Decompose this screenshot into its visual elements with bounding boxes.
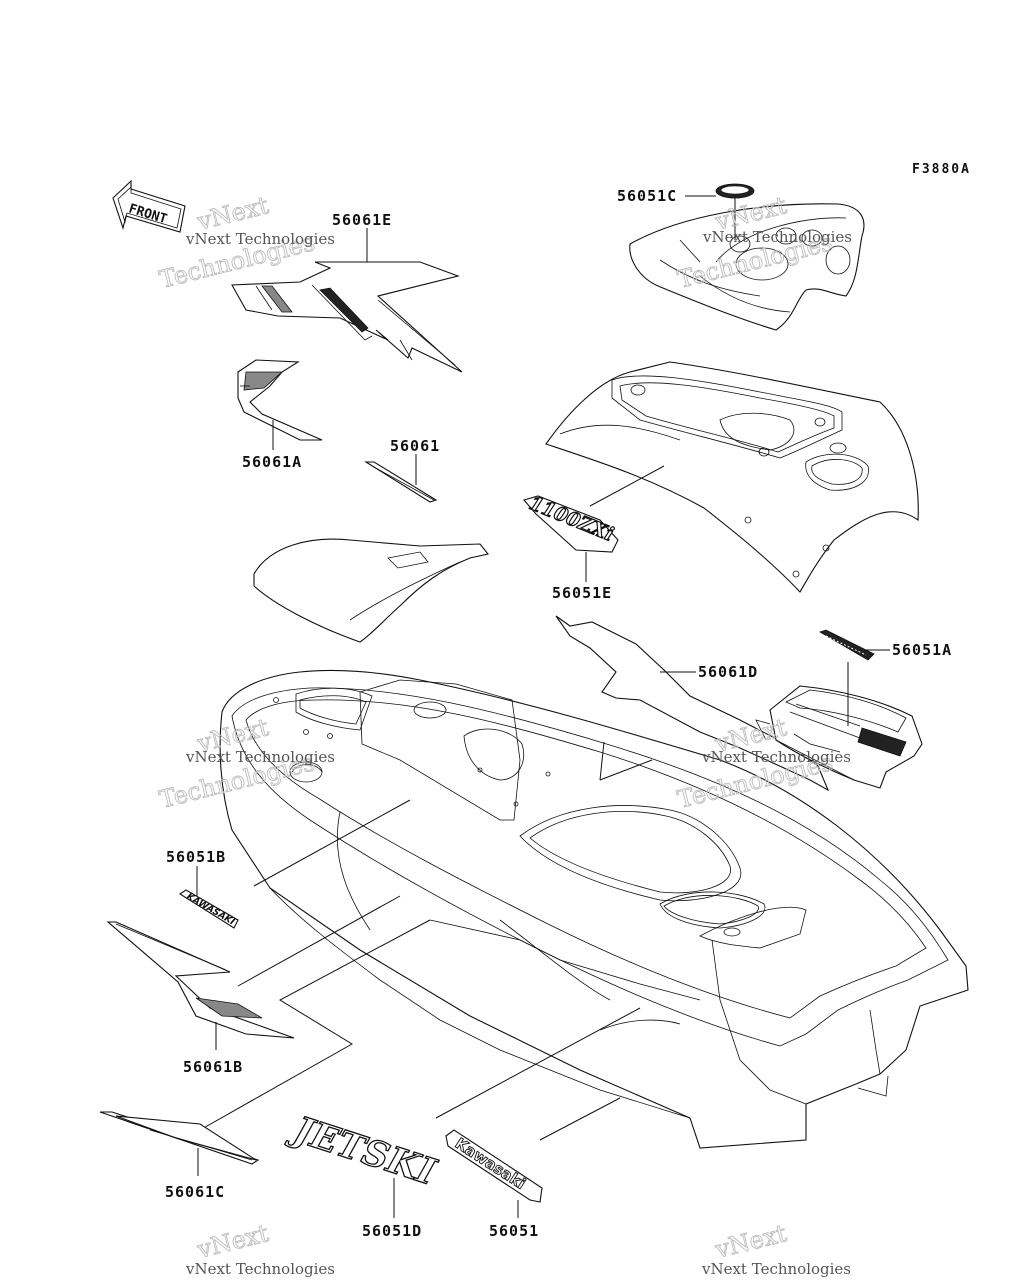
part-label-56051b: 56051B <box>166 848 226 866</box>
badge-56051e: 1100ZXi <box>523 492 619 553</box>
svg-text:vNext: vNext <box>712 1219 790 1264</box>
svg-text:vNext Technologies: vNext Technologies <box>185 1260 335 1278</box>
watermark-2: vNext Technologies vNext Technologies <box>674 191 852 295</box>
decal-56061 <box>364 461 438 503</box>
svg-text:vNext Technologies: vNext Technologies <box>702 228 852 246</box>
part-label-56051e: 56051E <box>552 584 612 602</box>
part-label-56061e: 56061E <box>332 211 392 229</box>
watermark-6: vNext vNext Technologies <box>701 1219 851 1278</box>
badge-56051b: KAWASAKI <box>178 889 239 929</box>
emblem-56051: Kawasaki <box>445 1129 543 1203</box>
svg-text:vNext Technologies: vNext Technologies <box>185 748 335 766</box>
decal-56061b <box>106 921 295 1039</box>
front-arrow-icon: FRONT <box>112 179 186 233</box>
part-label-56061a: 56061A <box>242 453 302 471</box>
svg-text:vNext Technologies: vNext Technologies <box>185 230 335 248</box>
svg-text:vNext: vNext <box>194 1219 272 1264</box>
front-deck-cover <box>545 361 919 593</box>
decal-56061a <box>237 359 323 441</box>
side-badge-text: KAWASAKI <box>185 892 237 928</box>
part-label-56051d: 56051D <box>362 1222 422 1240</box>
part-label-56051a: 56051A <box>892 641 952 659</box>
part-label-56061c: 56061C <box>165 1183 225 1201</box>
svg-text:vNext Technologies: vNext Technologies <box>701 748 851 766</box>
decal-56061d <box>555 615 830 792</box>
storage-box <box>755 685 923 789</box>
decal-56061c <box>99 1111 260 1165</box>
hull-deck <box>219 669 969 1149</box>
part-label-56051: 56051 <box>489 1222 539 1240</box>
part-label-56061b: 56061B <box>183 1058 243 1076</box>
decal-56061e <box>231 261 463 373</box>
badge-56051a <box>819 629 875 661</box>
dash-panel <box>629 203 865 331</box>
part-label-56051c: 56051C <box>617 187 677 205</box>
watermark-5: vNext vNext Technologies <box>185 1219 335 1278</box>
part-label-56061: 56061 <box>390 437 440 455</box>
figure-code: F3880A <box>912 162 971 177</box>
jetski-emblem-text: JETSKI <box>284 1107 442 1194</box>
rear-cover <box>253 538 489 643</box>
svg-text:vNext Technologies: vNext Technologies <box>701 1260 851 1278</box>
kawasaki-emblem-text: Kawasaki <box>452 1134 529 1193</box>
emblem-56051d: JETSKI <box>283 1106 442 1194</box>
badge-56051c <box>715 183 755 199</box>
part-label-56061d: 56061D <box>698 663 758 681</box>
